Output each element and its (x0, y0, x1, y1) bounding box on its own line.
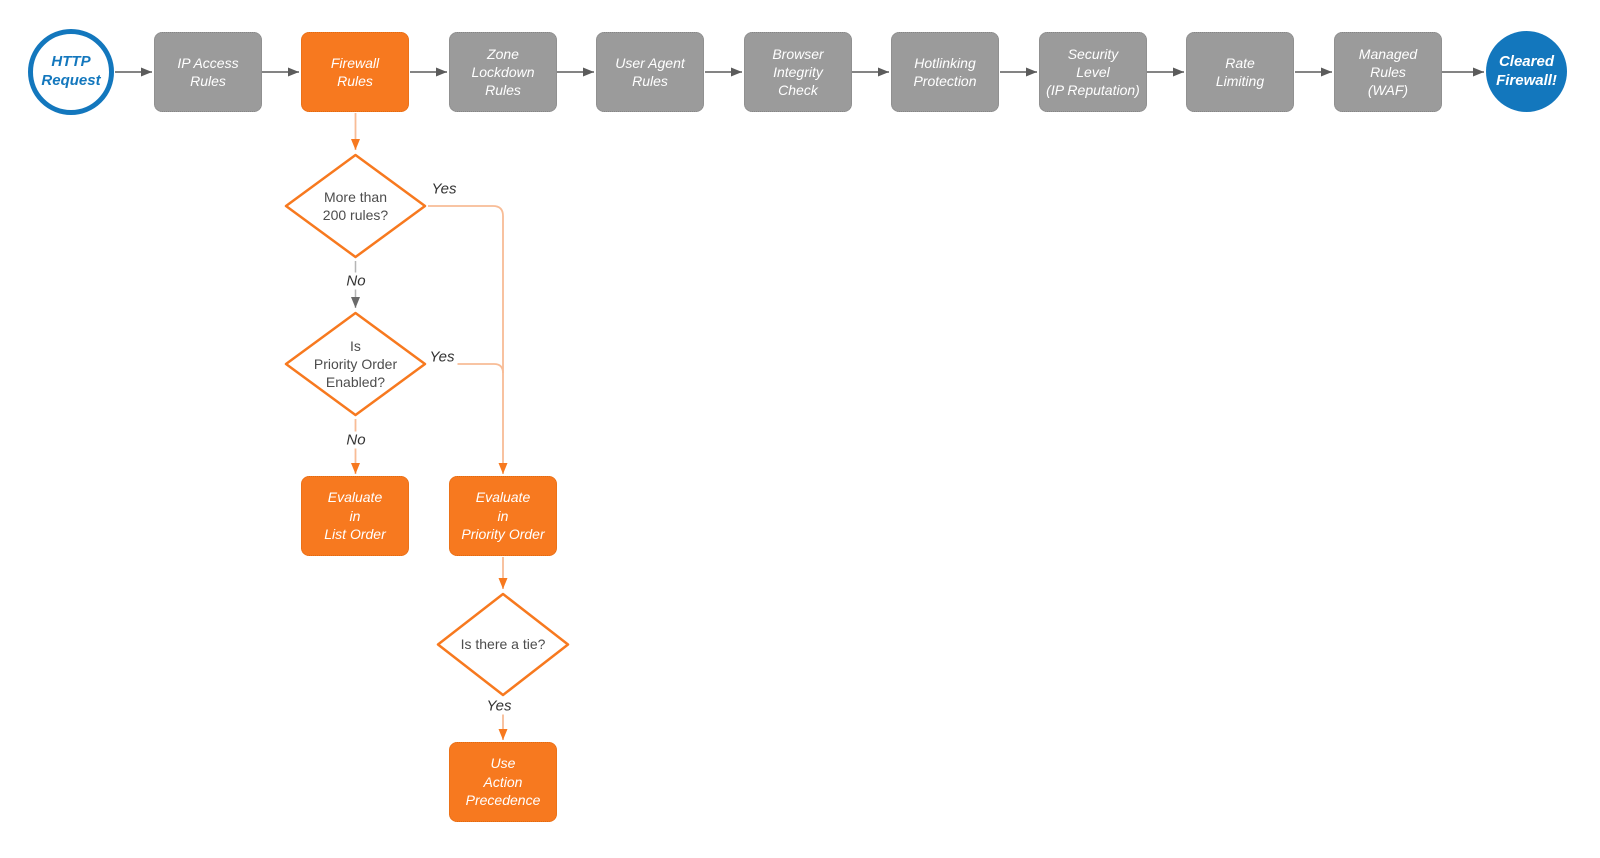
start-node-http-request: HTTP Request (28, 29, 114, 115)
edge-label-no-priority-enabled: No (343, 431, 369, 449)
step-browser-integrity-check: Browser Integrity Check (744, 32, 852, 112)
edge-label-no-200rules: No (343, 272, 369, 290)
action-use-action-precedence: Use Action Precedence (449, 742, 557, 822)
decision-label: More than 200 rules? (322, 188, 389, 223)
edge-label-yes-200rules: Yes (431, 180, 457, 198)
end-node-cleared-firewall: Cleared Firewall! (1486, 31, 1567, 112)
diamond-shape (284, 153, 427, 259)
action-evaluate-in-priority-order: Evaluate in Priority Order (449, 476, 557, 556)
step-zone-lockdown-rules: Zone Lockdown Rules (449, 32, 557, 112)
diamond-shape (436, 592, 570, 697)
action-evaluate-in-list-order: Evaluate in List Order (301, 476, 409, 556)
step-managed-rules-waf: Managed Rules (WAF) (1334, 32, 1442, 112)
decision-more-than-200-rules: More than 200 rules? (283, 152, 428, 260)
edge-200rules-yes-to-priority-order (428, 205, 508, 474)
edge-label-yes-tie: Yes (483, 697, 515, 715)
start-node-label: HTTP Request (41, 53, 101, 89)
decision-priority-order-enabled: Is Priority Order Enabled? (283, 310, 428, 418)
step-user-agent-rules: User Agent Rules (596, 32, 704, 112)
step-firewall-rules: Firewall Rules (301, 32, 409, 112)
decision-is-there-a-tie: Is there a tie? (435, 591, 571, 698)
step-security-level: Security Level (IP Reputation) (1039, 32, 1147, 112)
step-rate-limiting: Rate Limiting (1186, 32, 1294, 112)
step-hotlinking-protection: Hotlinking Protection (891, 32, 999, 112)
step-ip-access-rules: IP Access Rules (154, 32, 262, 112)
decision-label: Is there a tie? (460, 636, 546, 653)
decision-label: Is Priority Order Enabled? (313, 337, 398, 391)
diamond-shape (284, 311, 427, 417)
end-node-label: Cleared Firewall! (1496, 52, 1557, 89)
edge-label-yes-priority-enabled: Yes (426, 348, 458, 366)
